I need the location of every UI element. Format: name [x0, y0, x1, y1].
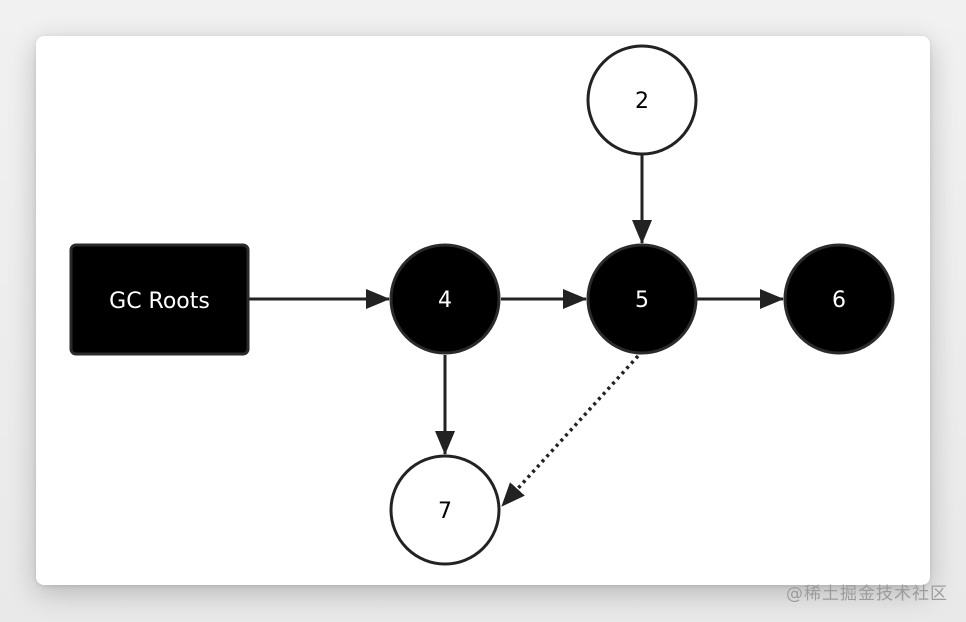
node-2: 2: [586, 44, 698, 156]
node-6-label: 6: [832, 288, 846, 313]
node-4: 4: [389, 243, 501, 355]
gc-roots-label: GC Roots: [109, 289, 210, 314]
edge-5-to-7-dotted: [500, 354, 640, 508]
node-5-label: 5: [635, 288, 649, 313]
node-2-label: 2: [635, 89, 649, 114]
node-7-label: 7: [438, 499, 452, 524]
gc-roots-node: GC Roots: [69, 243, 250, 356]
node-4-label: 4: [438, 288, 452, 313]
node-7: 7: [389, 454, 501, 566]
watermark: @稀土掘金技术社区: [786, 584, 948, 604]
node-5: 5: [586, 243, 698, 355]
node-6: 6: [783, 243, 895, 355]
